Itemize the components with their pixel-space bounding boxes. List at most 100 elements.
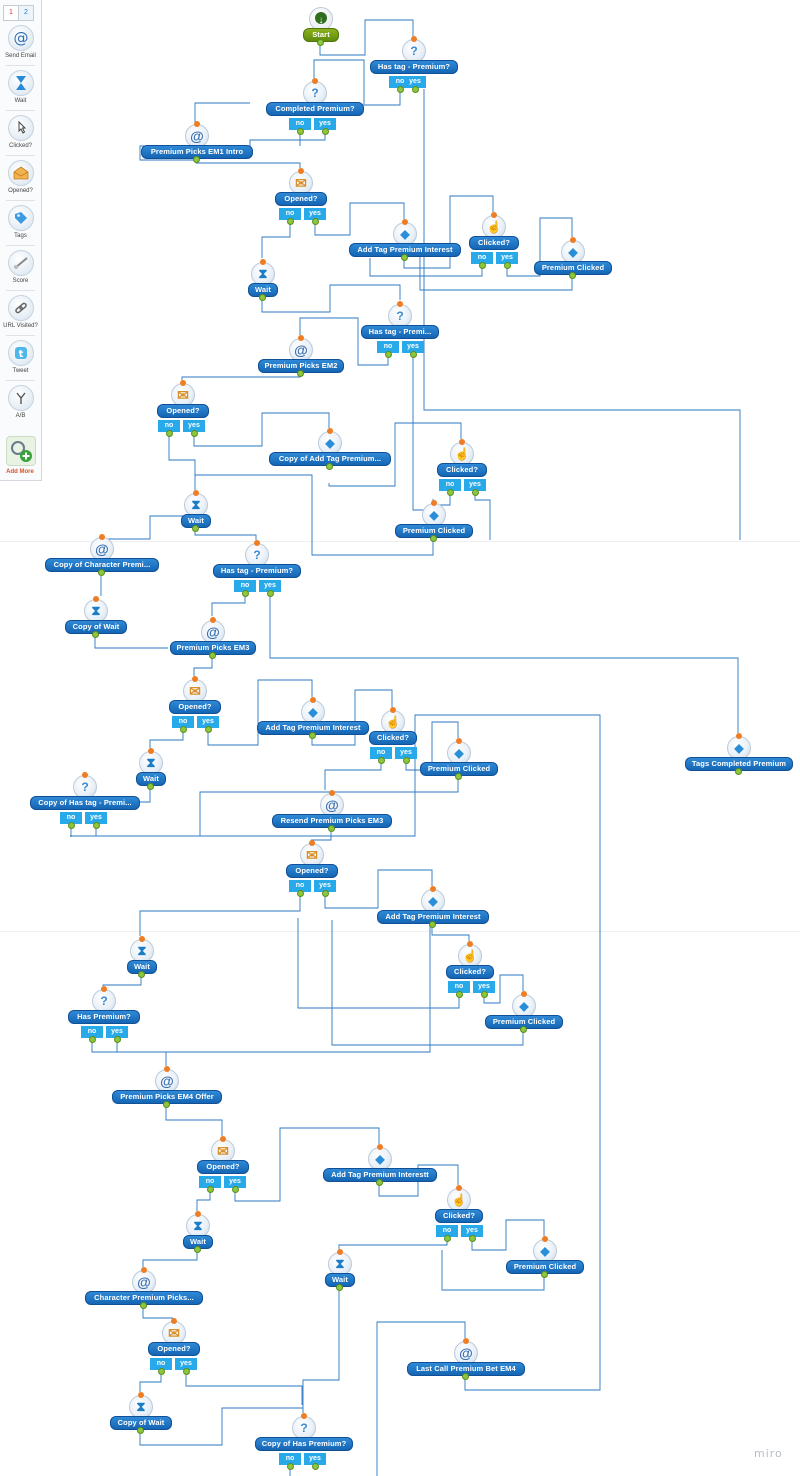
branch-no-button[interactable]: no: [436, 1225, 458, 1242]
branch-no-button[interactable]: no: [81, 1026, 103, 1043]
branch-no-button[interactable]: no: [289, 880, 311, 897]
palette-item-clicked[interactable]: Clicked?: [0, 115, 41, 159]
output-port[interactable]: [336, 1284, 343, 1291]
output-port[interactable]: [378, 757, 385, 764]
branch-yes-button[interactable]: yes: [461, 1225, 483, 1242]
branch-no-button[interactable]: no: [448, 981, 470, 998]
node-label[interactable]: Opened?: [197, 1160, 249, 1174]
node-label[interactable]: Opened?: [275, 192, 327, 206]
output-port[interactable]: [89, 1036, 96, 1043]
palette-item-opened[interactable]: Opened?: [0, 160, 41, 204]
branch-yes-button[interactable]: yes: [259, 580, 281, 597]
output-port[interactable]: [472, 489, 479, 496]
palette-item-send-email[interactable]: @ Send Email: [0, 25, 41, 69]
output-port[interactable]: [376, 1179, 383, 1186]
branch-no-button[interactable]: no: [279, 208, 301, 225]
node-label[interactable]: Has tag - Premium?: [370, 60, 458, 74]
output-port[interactable]: [114, 1036, 121, 1043]
output-port[interactable]: [207, 1186, 214, 1193]
branch-no-button[interactable]: no: [377, 341, 399, 358]
output-port[interactable]: [68, 822, 75, 829]
node-label[interactable]: Opened?: [157, 404, 209, 418]
output-port[interactable]: [401, 254, 408, 261]
branch-no-button[interactable]: no: [289, 118, 311, 135]
branch-no-button[interactable]: no: [199, 1176, 221, 1193]
output-port[interactable]: [469, 1235, 476, 1242]
output-port[interactable]: [462, 1373, 469, 1380]
output-port[interactable]: [297, 890, 304, 897]
output-port[interactable]: [209, 652, 216, 659]
output-port[interactable]: [191, 430, 198, 437]
output-port[interactable]: [93, 822, 100, 829]
branch-yes-button[interactable]: yes: [473, 981, 495, 998]
palette-item-tags[interactable]: Tags: [0, 205, 41, 249]
palette-item-ab[interactable]: A/B: [0, 385, 41, 429]
node-label[interactable]: Clicked?: [446, 965, 494, 979]
branch-no-button[interactable]: no: [439, 479, 461, 496]
node-label[interactable]: Has tag - Premi...: [361, 325, 439, 339]
output-port[interactable]: [193, 156, 200, 163]
output-port[interactable]: [520, 1026, 527, 1033]
output-port[interactable]: [326, 463, 333, 470]
palette-item-score[interactable]: Score: [0, 250, 41, 294]
output-port[interactable]: [444, 1235, 451, 1242]
branch-yes-button[interactable]: yes: [395, 747, 417, 764]
branch-no-button[interactable]: no: [370, 747, 392, 764]
output-port[interactable]: [287, 1463, 294, 1470]
node-label[interactable]: Wait: [181, 514, 211, 528]
output-port[interactable]: [158, 1368, 165, 1375]
output-port[interactable]: [312, 218, 319, 225]
output-port[interactable]: [322, 128, 329, 135]
node-label[interactable]: Has tag - Premium?: [213, 564, 301, 578]
output-port[interactable]: [541, 1271, 548, 1278]
branch-yes-button[interactable]: yes: [106, 1026, 128, 1043]
output-port[interactable]: [138, 971, 145, 978]
branch-no-button[interactable]: no: [471, 252, 493, 269]
output-port[interactable]: [163, 1101, 170, 1108]
output-port[interactable]: [267, 590, 274, 597]
branch-yes-button[interactable]: yes: [197, 716, 219, 733]
output-port[interactable]: [412, 86, 419, 93]
output-port[interactable]: [328, 825, 335, 832]
output-port[interactable]: [410, 351, 417, 358]
output-port[interactable]: [192, 525, 199, 532]
output-port[interactable]: [569, 272, 576, 279]
node-label[interactable]: Opened?: [286, 864, 338, 878]
node-label[interactable]: Has Premium?: [68, 1010, 140, 1024]
output-port[interactable]: [403, 757, 410, 764]
output-port[interactable]: [447, 489, 454, 496]
output-port[interactable]: [92, 631, 99, 638]
branch-yes-button[interactable]: yes: [404, 76, 426, 93]
output-port[interactable]: [194, 1246, 201, 1253]
branch-no-button[interactable]: no: [150, 1358, 172, 1375]
output-port[interactable]: [242, 590, 249, 597]
branch-no-button[interactable]: no: [60, 812, 82, 829]
output-port[interactable]: [397, 86, 404, 93]
node-label[interactable]: Opened?: [169, 700, 221, 714]
branch-yes-button[interactable]: yes: [304, 1453, 326, 1470]
node-label[interactable]: Completed Premium?: [266, 102, 364, 116]
node-label[interactable]: Clicked?: [469, 236, 519, 250]
node-label[interactable]: Copy of Has tag - Premi...: [30, 796, 140, 810]
output-port[interactable]: [322, 890, 329, 897]
output-port[interactable]: [180, 726, 187, 733]
output-port[interactable]: [297, 128, 304, 135]
branch-yes-button[interactable]: yes: [314, 880, 336, 897]
branch-yes-button[interactable]: yes: [464, 479, 486, 496]
branch-yes-button[interactable]: yes: [496, 252, 518, 269]
branch-yes-button[interactable]: yes: [183, 420, 205, 437]
output-port[interactable]: [183, 1368, 190, 1375]
node-label[interactable]: Copy of Has Premium?: [255, 1437, 353, 1451]
branch-yes-button[interactable]: yes: [85, 812, 107, 829]
palette-item-url-visited[interactable]: URL Visited?: [0, 295, 41, 339]
output-port[interactable]: [735, 768, 742, 775]
branch-no-button[interactable]: no: [279, 1453, 301, 1470]
node-label[interactable]: Opened?: [148, 1342, 200, 1356]
output-port[interactable]: [147, 783, 154, 790]
output-port[interactable]: [98, 569, 105, 576]
palette-tab-1[interactable]: 1: [3, 5, 19, 21]
palette-tab-2[interactable]: 2: [18, 5, 34, 21]
output-port[interactable]: [385, 351, 392, 358]
output-port[interactable]: [140, 1302, 147, 1309]
